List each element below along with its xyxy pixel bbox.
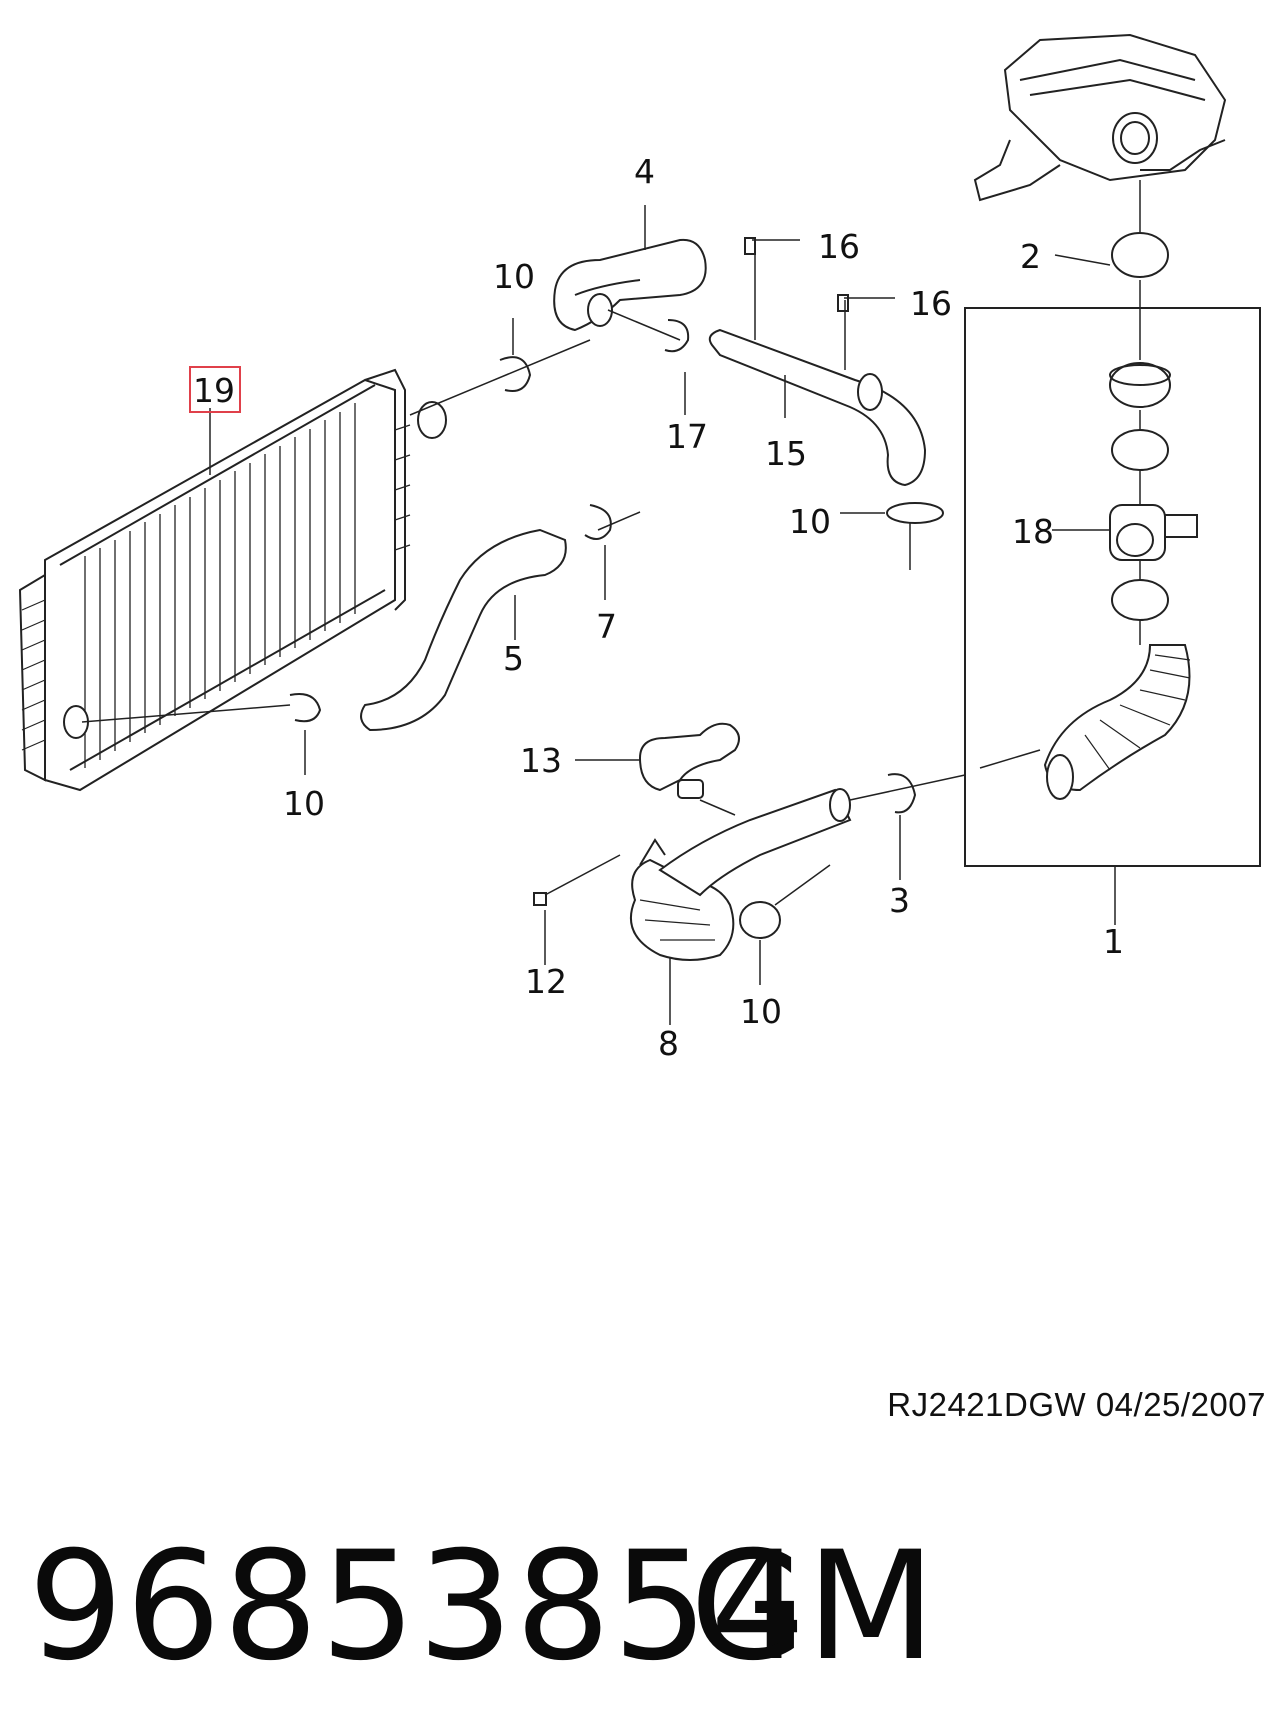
callout-8[interactable]: 8 <box>658 1024 679 1063</box>
hose-icon <box>638 722 740 792</box>
hose-icon <box>360 528 567 732</box>
callout-1[interactable]: 1 <box>1103 922 1124 961</box>
highlight-box <box>189 366 241 413</box>
parts-diagram: 19 4 10 16 16 2 17 15 10 18 7 5 10 13 3 … <box>18 33 1261 1063</box>
callout-12[interactable]: 12 <box>525 962 567 1001</box>
callout-4[interactable]: 4 <box>634 152 655 191</box>
callout-10[interactable]: 10 <box>283 784 325 823</box>
callout-10[interactable]: 10 <box>789 502 831 541</box>
callout-5[interactable]: 5 <box>503 639 524 678</box>
bolt-icon <box>533 237 849 906</box>
callout-17[interactable]: 17 <box>666 417 708 456</box>
hose-end <box>857 373 883 411</box>
hose-end <box>829 788 851 822</box>
air-filter-housing-icon <box>973 33 1227 202</box>
callout-18[interactable]: 18 <box>1012 512 1054 551</box>
hose-icon <box>1043 644 1191 792</box>
callout-16[interactable]: 16 <box>818 227 860 266</box>
hose-icon <box>553 238 707 332</box>
callout-10[interactable]: 10 <box>740 992 782 1031</box>
callout-2[interactable]: 2 <box>1020 237 1041 276</box>
assembly-box <box>964 307 1261 867</box>
hose-icon <box>658 788 852 897</box>
mass-airflow-sensor-icon <box>1109 504 1198 561</box>
callout-7[interactable]: 7 <box>596 607 617 646</box>
hose-icon <box>708 328 927 487</box>
callout-15[interactable]: 15 <box>765 434 807 473</box>
brand-name: GM <box>690 1520 936 1694</box>
hose-end <box>1046 754 1074 800</box>
callout-19[interactable]: 19 <box>193 371 235 410</box>
callout-16[interactable]: 16 <box>910 284 952 323</box>
intercooler-icon <box>18 368 447 792</box>
drawing-code: RJ2421DGW 04/25/2007 <box>887 1386 1266 1423</box>
part-number: 96853854 <box>28 1520 808 1694</box>
callout-13[interactable]: 13 <box>520 741 562 780</box>
callout-3[interactable]: 3 <box>889 881 910 920</box>
callout-10[interactable]: 10 <box>493 257 535 296</box>
